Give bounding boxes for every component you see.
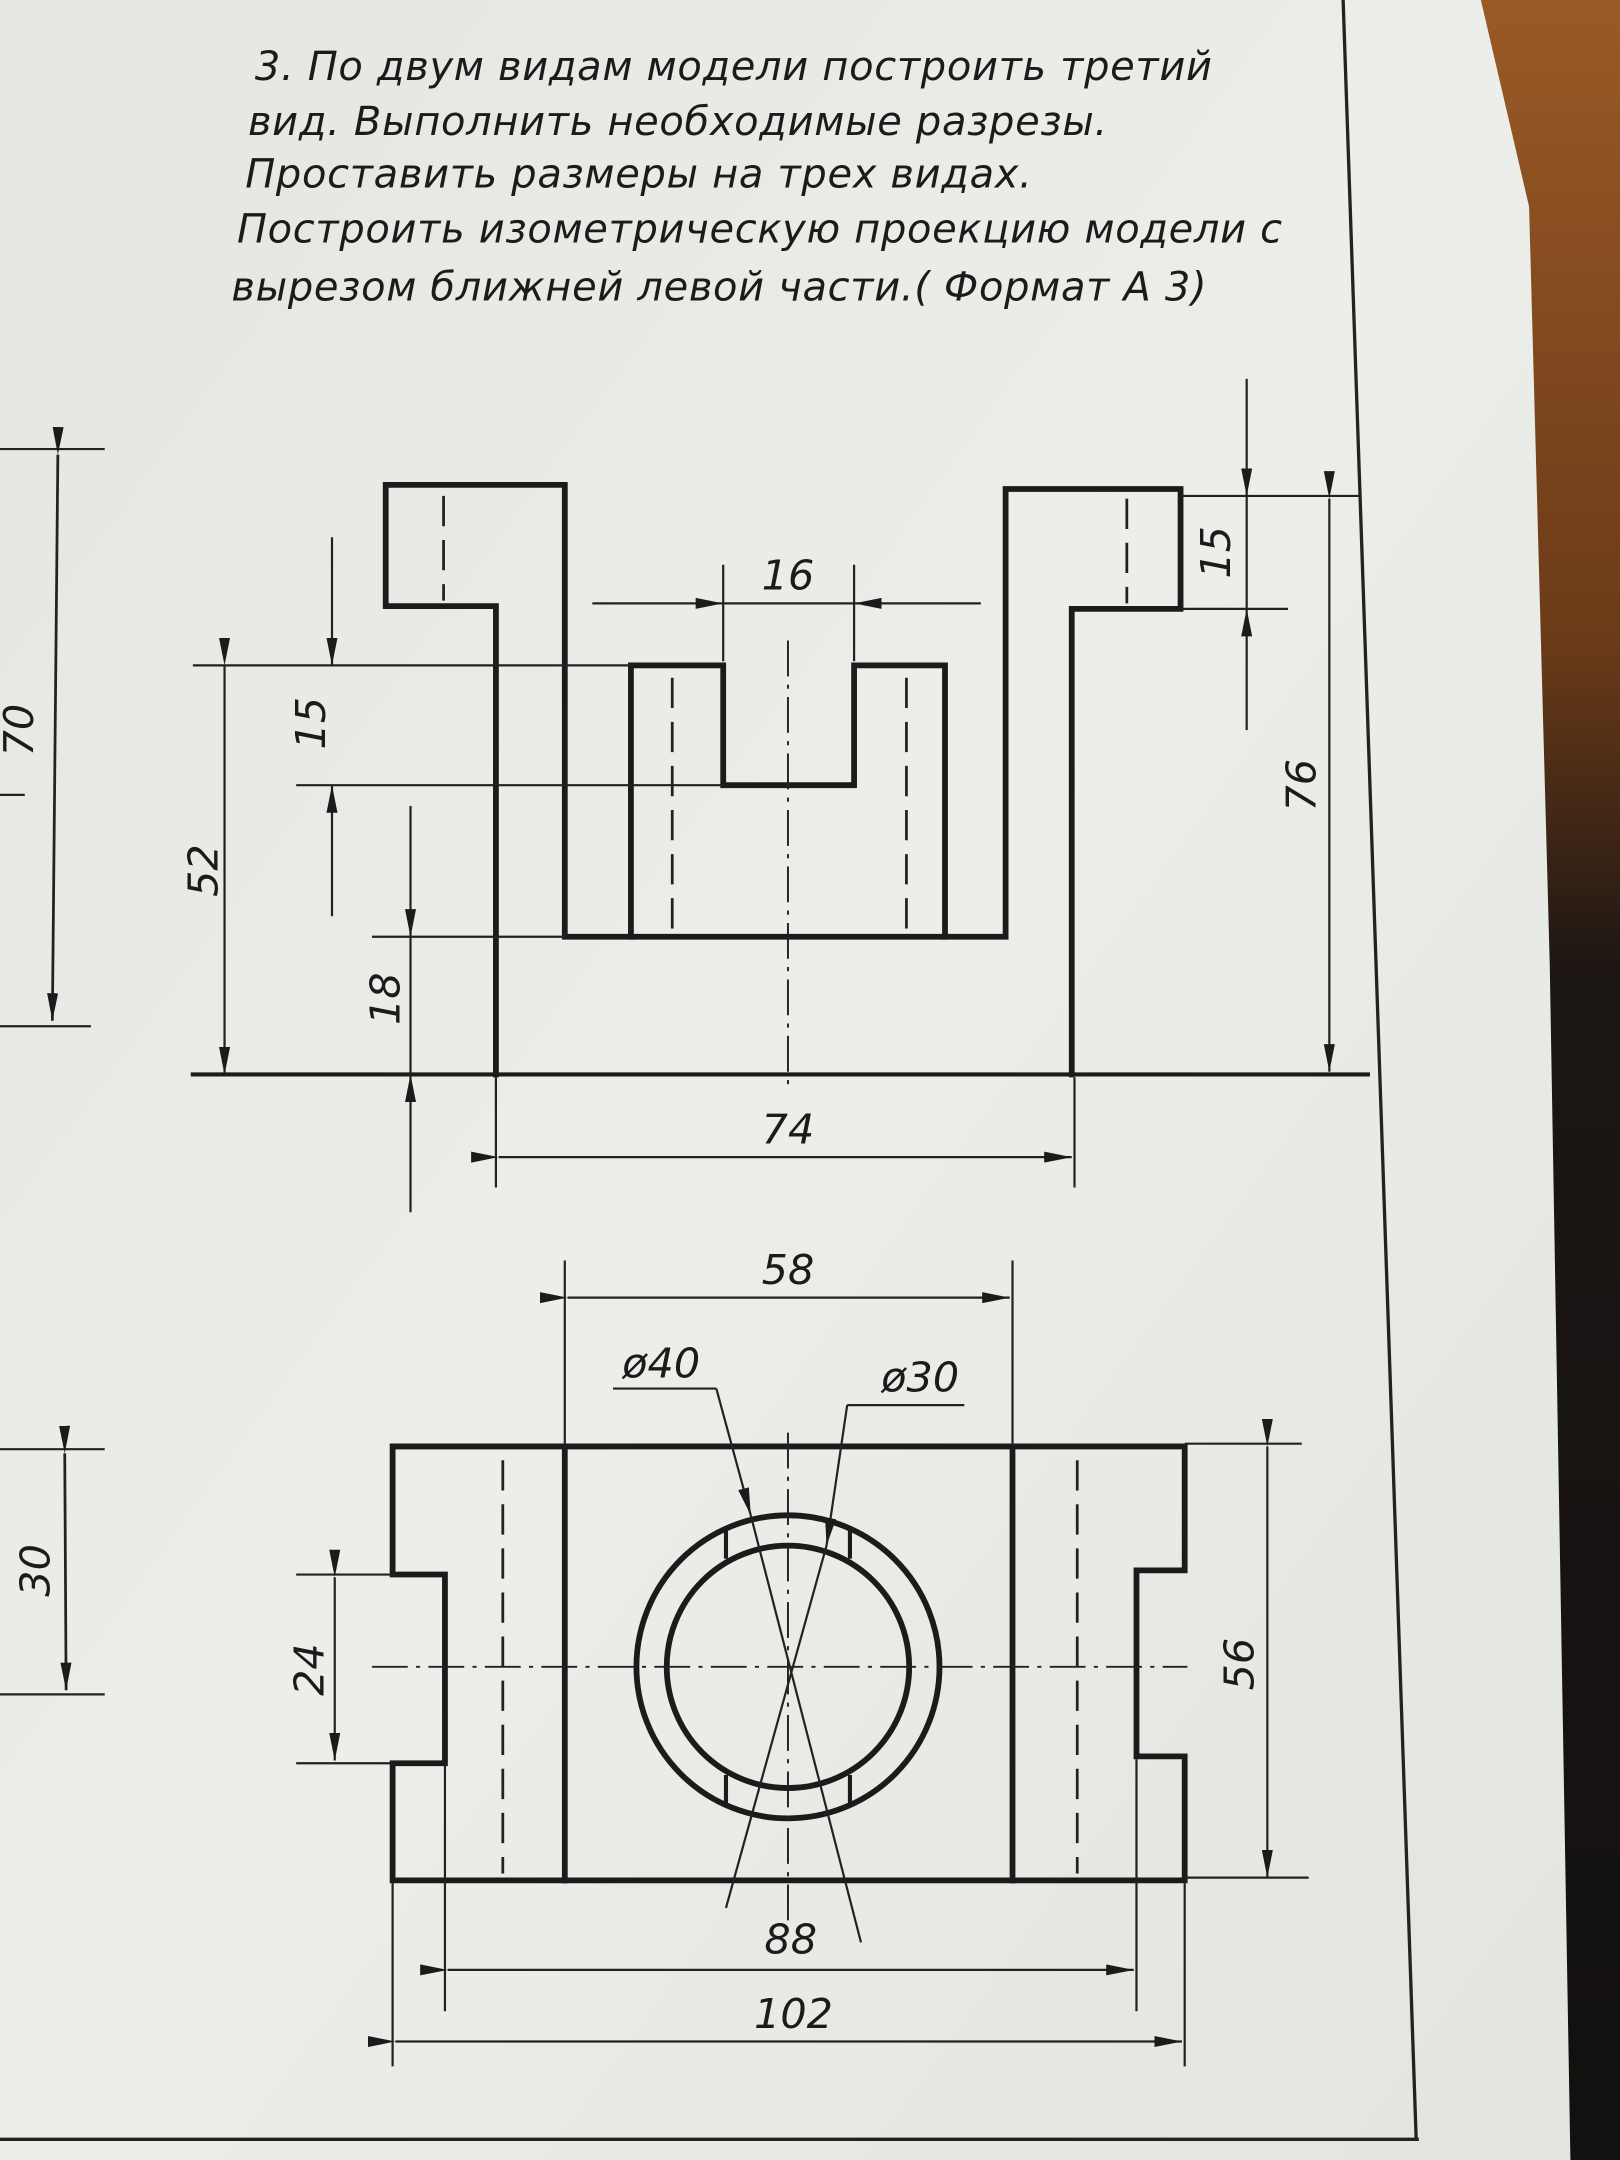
dim-outer-diameter: ø40 — [621, 1340, 700, 1388]
task-line-2: вид. Выполнить необходимые разрезы. — [248, 99, 1108, 145]
frame-right-line — [1341, 0, 1418, 2139]
task-line-5: вырезом ближней левой части.( Формат А 3… — [231, 264, 1207, 310]
front-view: 16 15 52 18 15 76 74 — [180, 378, 1370, 1213]
dim-depth-30: 30 — [12, 1544, 60, 1597]
dim-height-70: 70 — [0, 704, 43, 757]
dim-slot-width-16: 16 — [762, 552, 815, 600]
task-line-1: 3. По двум видам модели построить третий — [255, 44, 1213, 90]
dim-boss-height-52: 52 — [180, 844, 228, 897]
dim-total-height-76: 76 — [1278, 759, 1326, 812]
top-view: 58 ø40 ø30 24 56 88 102 — [286, 1246, 1309, 2067]
dim-total-length-102: 102 — [754, 1990, 833, 2038]
dim-inner-width-58: 58 — [762, 1246, 815, 1294]
dim-lug-height-15: 15 — [1192, 526, 1240, 579]
task-line-4: Построить изометрическую проекцию модели… — [237, 206, 1283, 252]
paper-sheet — [0, 0, 1571, 2160]
dim-width-74: 74 — [762, 1105, 815, 1153]
dim-depth-56: 56 — [1216, 1638, 1264, 1691]
front-outline — [382, 482, 1184, 1078]
left-view-partial: 70 30 — [0, 426, 105, 1696]
dim-slot-depth-15: 15 — [287, 697, 335, 750]
dim-inner-length-88: 88 — [764, 1915, 817, 1963]
task-line-3: Проставить размеры на трех видах. — [245, 151, 1032, 197]
dim-notch-24: 24 — [286, 1643, 334, 1696]
dim-inner-diameter: ø30 — [880, 1353, 959, 1401]
dim-base-height-18: 18 — [361, 972, 409, 1025]
task-text: 3. По двум видам модели построить третий… — [231, 44, 1282, 310]
